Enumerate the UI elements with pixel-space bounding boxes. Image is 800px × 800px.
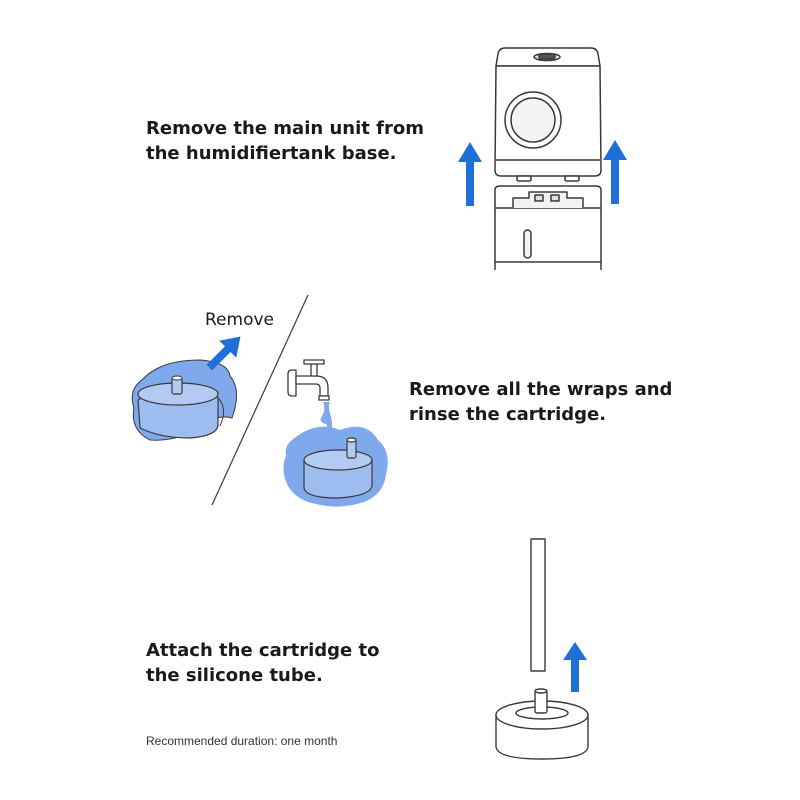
step-2-line-1: Remove all the wraps and xyxy=(409,379,673,400)
step-1-line-2: the humidifiertank base. xyxy=(146,143,397,164)
step-3-instruction: Attach the cartridge to the silicone tub… xyxy=(146,638,380,688)
step-3-line-2: the silicone tube. xyxy=(146,665,323,686)
step-1-instruction: Remove the main unit from the humidifier… xyxy=(146,116,424,166)
silicone-tube xyxy=(530,538,546,672)
up-arrow-icon xyxy=(458,142,482,206)
step-1-line-1: Remove the main unit from xyxy=(146,118,424,139)
rinse-illustration xyxy=(131,294,388,507)
wrapped-cartridge-icon xyxy=(131,359,237,441)
faucet-icon xyxy=(287,359,330,401)
remove-label: Remove xyxy=(205,310,274,330)
humidifier-illustration xyxy=(494,47,602,270)
cartridge-icon xyxy=(303,437,373,499)
divider-line xyxy=(211,294,309,506)
cartridge-attach-illustration xyxy=(495,538,589,760)
up-arrow-icon xyxy=(563,642,587,692)
step-2-instruction: Remove all the wraps and rinse the cartr… xyxy=(409,377,672,427)
up-right-arrow-icon xyxy=(206,336,241,371)
up-arrow-icon xyxy=(603,140,627,204)
step-2-line-2: rinse the cartridge. xyxy=(409,404,607,425)
step-3-line-1: Attach the cartridge to xyxy=(146,640,380,661)
recommended-duration-note: Recommended duration: one month xyxy=(146,734,338,748)
